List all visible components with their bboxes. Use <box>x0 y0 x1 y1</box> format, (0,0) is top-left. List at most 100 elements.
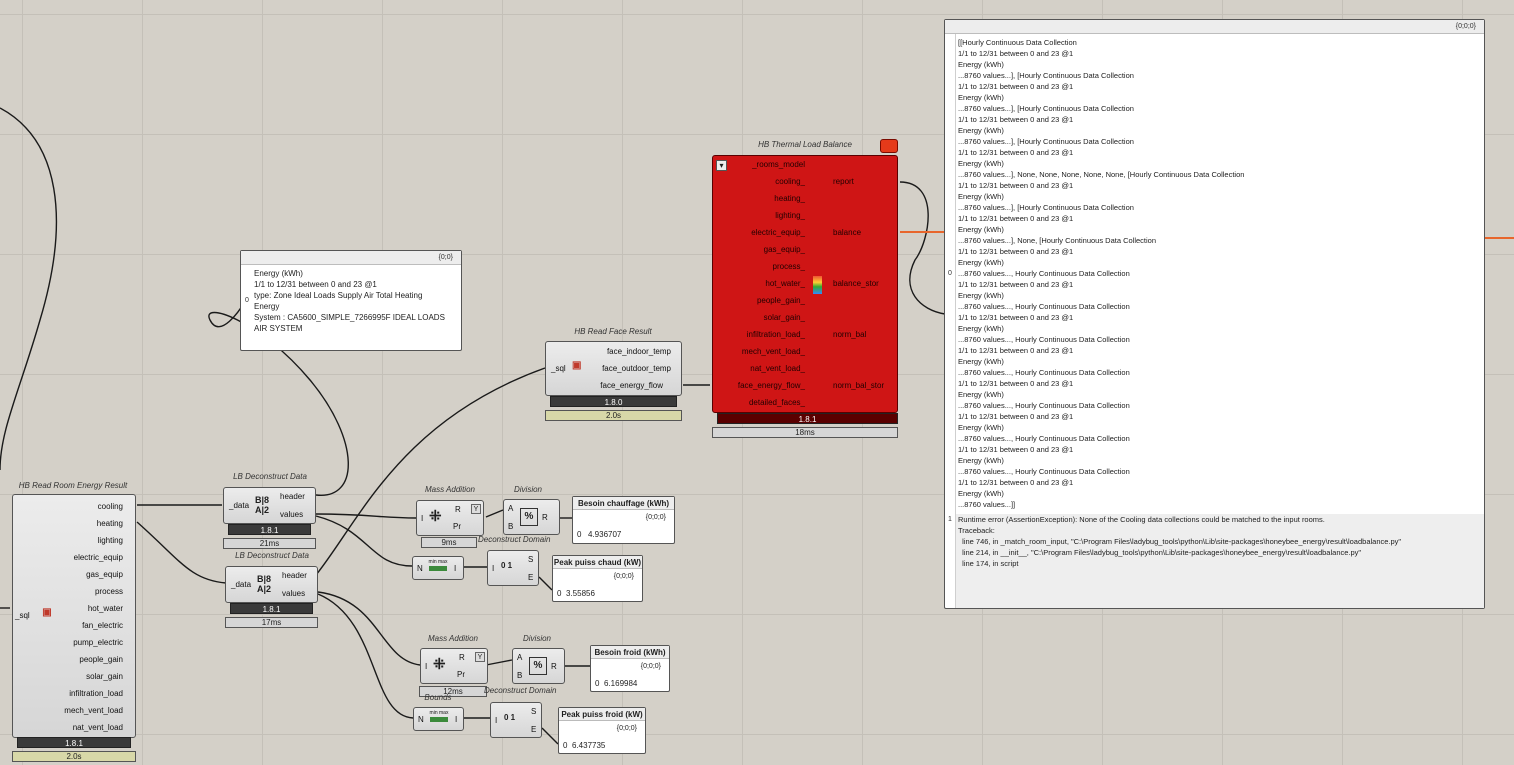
output-mech-vent-load[interactable]: mech_vent_load <box>64 706 123 715</box>
output-values[interactable]: values <box>282 589 306 598</box>
output-values[interactable]: values <box>280 510 304 519</box>
output-i[interactable]: I <box>454 564 457 573</box>
output-norm-bal[interactable]: norm_bal <box>833 330 867 339</box>
input-rooms-model[interactable]: _rooms_model <box>752 160 805 169</box>
input-face-energy-flow[interactable]: face_energy_flow_ <box>737 381 805 390</box>
deconstruct-domain-2[interactable]: I 0 1 S E <box>490 702 542 738</box>
input-solar-gain[interactable]: solar_gain_ <box>763 313 805 322</box>
output-s[interactable]: S <box>528 555 534 564</box>
input-i[interactable]: I <box>425 662 428 671</box>
division-1[interactable]: A B % R <box>503 499 560 535</box>
output-face-indoor-temp[interactable]: face_indoor_temp <box>606 347 671 356</box>
input-people-gain[interactable]: people_gain_ <box>756 296 805 305</box>
output-header[interactable]: header <box>282 571 307 580</box>
input-heating[interactable]: heating_ <box>774 194 805 203</box>
output-people-gain[interactable]: people_gain <box>79 655 123 664</box>
input-hot-water[interactable]: hot_water_ <box>765 279 805 288</box>
output-fan-electric[interactable]: fan_electric <box>82 621 123 630</box>
input-lighting[interactable]: lighting_ <box>775 211 805 220</box>
report-line: ...8760 values...], None, None, None, No… <box>958 170 1245 179</box>
mass-addition-title: Mass Addition <box>425 485 475 494</box>
deconstruct-domain-1[interactable]: I 0 1 S E <box>487 550 539 586</box>
output-e[interactable]: E <box>528 573 534 582</box>
output-electric-equip[interactable]: electric_equip <box>73 553 123 562</box>
mass-addition-1[interactable]: I ⁜ R Pr Y <box>416 500 484 536</box>
output-e[interactable]: E <box>531 725 537 734</box>
report-line: 1/1 to 12/31 between 0 and 23 @1 <box>958 247 1074 256</box>
output-report[interactable]: report <box>833 177 854 186</box>
input-data[interactable]: _data <box>231 580 252 589</box>
output-infiltration-load[interactable]: infiltration_load <box>69 689 123 698</box>
input-detailed-faces[interactable]: detailed_faces_ <box>748 398 805 407</box>
report-line: ...8760 values...], [Hourly Continuous D… <box>958 71 1134 80</box>
panel-title: Peak puiss froid (kW) <box>559 708 645 721</box>
input-infiltration-load[interactable]: infiltration_load_ <box>746 330 805 339</box>
collapse-arrow-icon[interactable]: ▾ <box>716 160 727 171</box>
input-gas-equip[interactable]: gas_equip_ <box>763 245 805 254</box>
output-r[interactable]: R <box>455 505 461 514</box>
output-norm-bal-stor[interactable]: norm_bal_stor <box>833 381 885 390</box>
input-data[interactable]: _data <box>229 501 250 510</box>
face-result-title: HB Read Face Result <box>574 327 652 336</box>
bounds-2[interactable]: N min max I <box>413 707 464 731</box>
input-i[interactable]: I <box>492 564 495 573</box>
input-process[interactable]: process_ <box>772 262 805 271</box>
output-r[interactable]: R <box>459 653 465 662</box>
output-r[interactable]: R <box>551 662 557 671</box>
mass-addition-2[interactable]: I ⁜ R Pr Y <box>420 648 488 684</box>
bounds-1[interactable]: N min max I <box>412 556 464 580</box>
input-sql[interactable]: _sql <box>15 611 30 620</box>
input-sql[interactable]: _sql <box>551 364 566 373</box>
output-gas-equip[interactable]: gas_equip <box>86 570 123 579</box>
output-balance[interactable]: balance <box>833 228 862 237</box>
output-balance-stor[interactable]: balance_stor <box>833 279 879 288</box>
hb-read-face-result[interactable]: _sql ▣ face_indoor_temp face_outdoor_tem… <box>545 341 682 396</box>
output-pr[interactable]: Pr <box>453 522 461 531</box>
input-a[interactable]: A <box>517 653 523 662</box>
output-nat-vent-load[interactable]: nat_vent_load <box>72 723 123 732</box>
input-electric-equip[interactable]: electric_equip_ <box>751 228 805 237</box>
peak-puiss-chaud-panel[interactable]: Peak puiss chaud (kW) {0;0;0} 0 3.55856 <box>552 555 643 602</box>
output-pr[interactable]: Pr <box>457 670 465 679</box>
output-header[interactable]: header <box>280 492 305 501</box>
output-face-outdoor-temp[interactable]: face_outdoor_temp <box>602 364 671 373</box>
error-balloon-icon[interactable] <box>880 139 898 153</box>
input-b[interactable]: B <box>508 522 514 531</box>
input-n[interactable]: N <box>417 564 423 573</box>
output-process[interactable]: process <box>94 587 123 596</box>
load-balance-icon <box>813 276 822 294</box>
besoin-froid-panel[interactable]: Besoin froid (kWh) {0;0;0} 0 6.169984 <box>590 645 670 692</box>
output-s[interactable]: S <box>531 707 537 716</box>
input-mech-vent-load[interactable]: mech_vent_load_ <box>741 347 805 356</box>
input-cooling[interactable]: cooling_ <box>775 177 805 186</box>
output-hot-water[interactable]: hot_water <box>87 604 123 613</box>
output-heating[interactable]: heating <box>96 519 123 528</box>
output-pump-electric[interactable]: pump_electric <box>73 638 123 647</box>
header-panel[interactable]: {0;0} 0 Energy (kWh)1/1 to 12/31 between… <box>240 250 462 351</box>
panel-title: Besoin chauffage (kWh) <box>573 497 674 510</box>
output-solar-gain[interactable]: solar_gain <box>86 672 123 681</box>
input-n[interactable]: N <box>418 715 424 724</box>
input-a[interactable]: A <box>508 504 514 513</box>
report-panel[interactable]: {0;0;0} 0 1 [[Hourly Continuous Data Col… <box>944 19 1485 609</box>
input-nat-vent-load[interactable]: nat_vent_load_ <box>750 364 805 373</box>
output-face-energy-flow[interactable]: face_energy_flow <box>600 381 663 390</box>
mass-addition-icon: ⁜ <box>429 508 442 525</box>
division-2[interactable]: A B % R <box>512 648 565 684</box>
output-i[interactable]: I <box>455 715 458 724</box>
output-lighting[interactable]: lighting <box>97 536 123 545</box>
besoin-chauffage-panel[interactable]: Besoin chauffage (kWh) {0;0;0} 0 4.93670… <box>572 496 675 544</box>
input-i[interactable]: I <box>495 716 498 725</box>
wire <box>538 576 553 591</box>
report-line: 1/1 to 12/31 between 0 and 23 @1 <box>958 181 1074 190</box>
hb-thermal-load-balance[interactable]: ▾ _rooms_model cooling_ heating_ lighting_e… <box>712 155 898 413</box>
panel-path: {0;0;0} <box>945 20 1484 34</box>
output-r[interactable]: R <box>542 513 548 522</box>
peak-puiss-froid-panel[interactable]: Peak puiss froid (kW) {0;0;0} 0 6.437735 <box>558 707 646 754</box>
input-b[interactable]: B <box>517 671 523 680</box>
output-cooling[interactable]: cooling <box>97 502 123 511</box>
input-i[interactable]: I <box>421 514 424 523</box>
